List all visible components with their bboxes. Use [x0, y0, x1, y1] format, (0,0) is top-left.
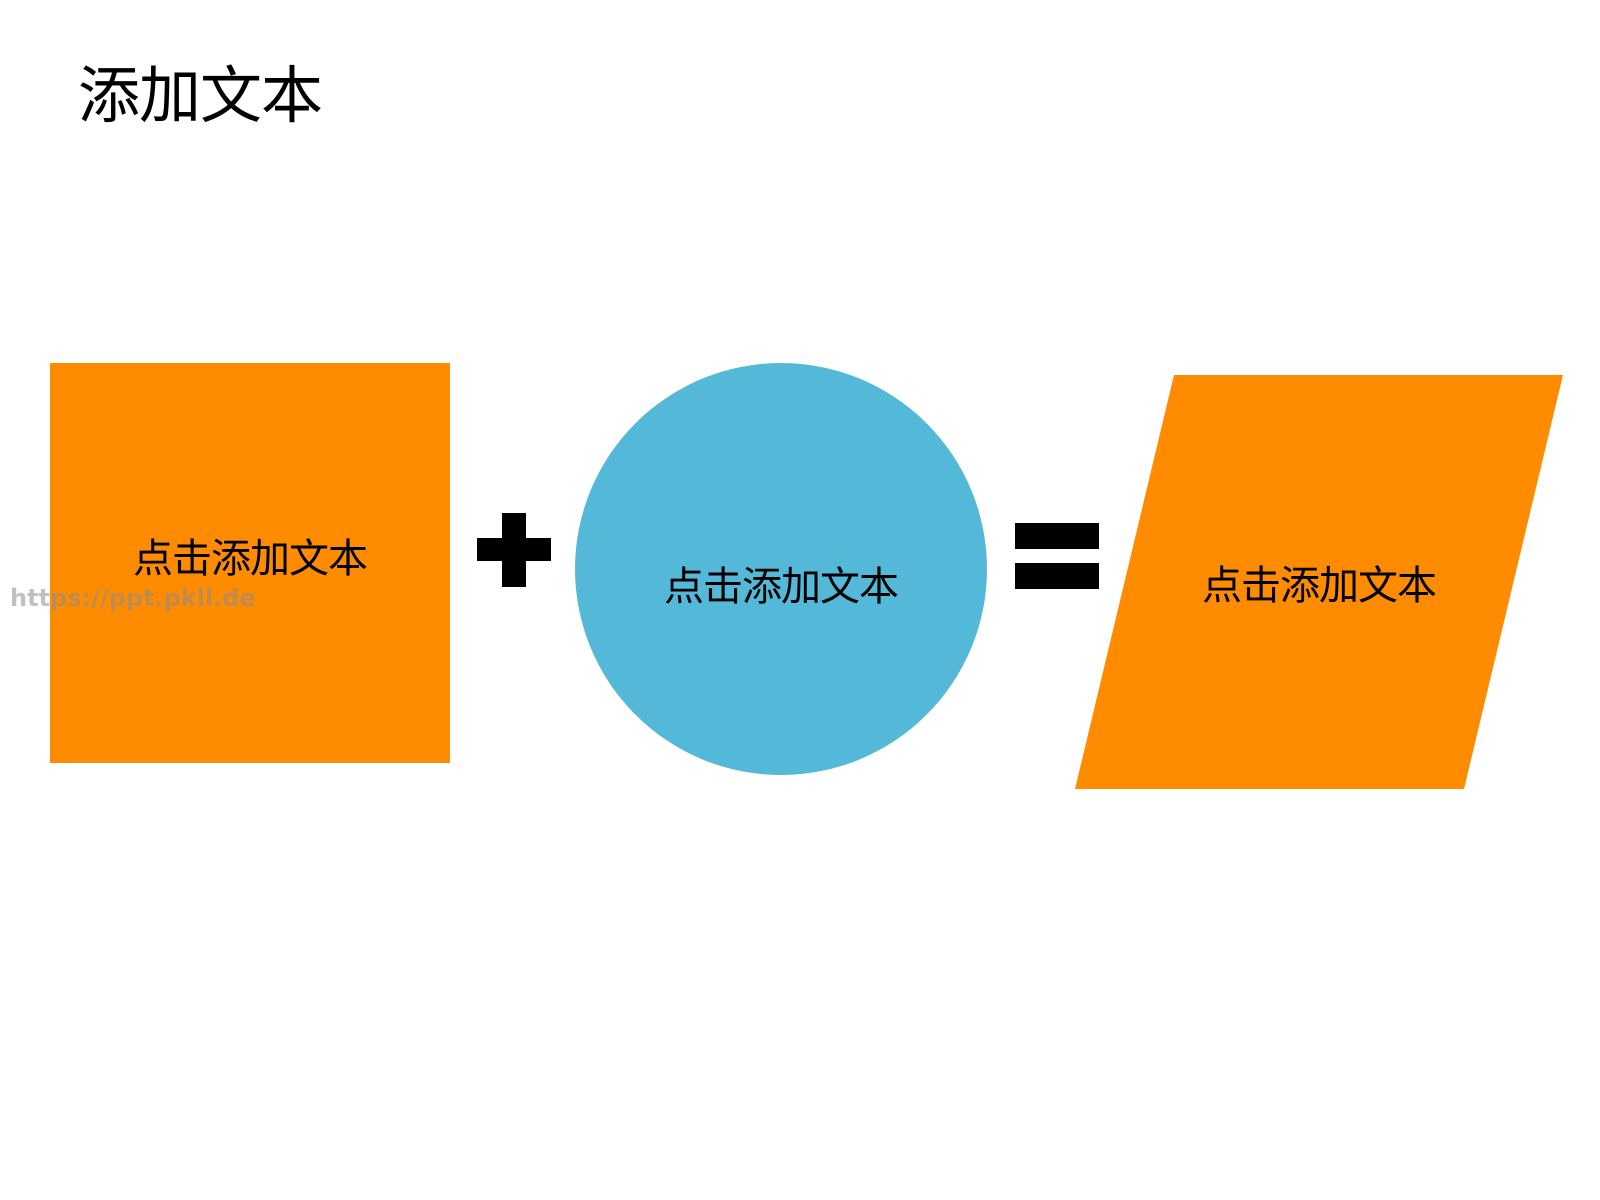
parallelogram-fill — [1075, 375, 1563, 789]
parallelogram-text-placeholder[interactable]: 点击添加文本 — [1202, 563, 1437, 609]
plus-horizontal-bar — [477, 538, 551, 561]
square-text-placeholder[interactable]: 点击添加文本 — [133, 536, 368, 582]
watermark-url: https://ppt.pkll.de — [10, 584, 256, 612]
orange-square-shape[interactable]: 点击添加文本 — [50, 363, 450, 763]
blue-circle-shape[interactable]: 点击添加文本 — [575, 363, 987, 775]
orange-parallelogram-shape[interactable]: 点击添加文本 — [1075, 375, 1563, 789]
equals-top-bar — [1015, 523, 1099, 549]
slide-title: 添加文本 — [78, 59, 323, 132]
circle-text-placeholder[interactable]: 点击添加文本 — [664, 564, 899, 610]
equals-bottom-bar — [1015, 563, 1099, 589]
